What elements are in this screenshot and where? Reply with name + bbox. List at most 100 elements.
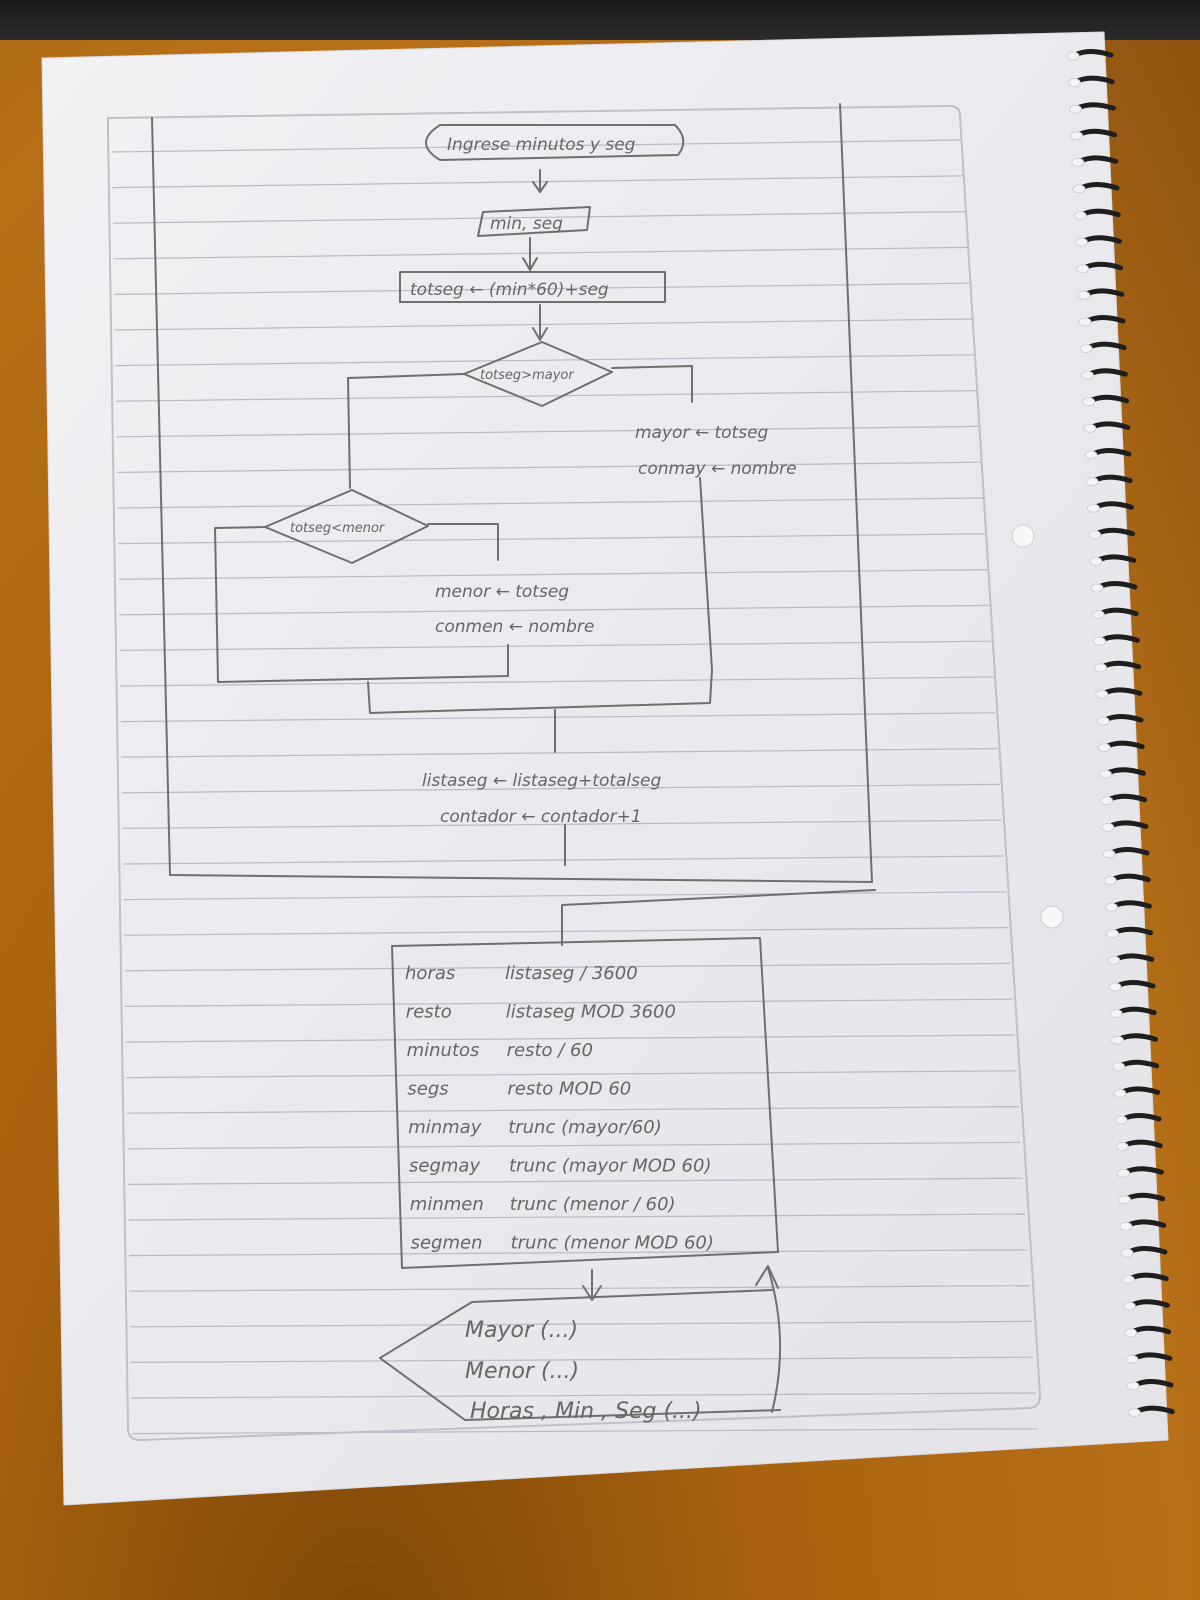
ruled-line <box>126 1105 1019 1114</box>
spiral-hole <box>1090 583 1104 593</box>
calc-box <box>391 937 779 1269</box>
ruled-line <box>113 211 967 224</box>
spiral-hole <box>1114 1115 1128 1125</box>
ruled-line <box>123 891 1007 901</box>
cond-mayor-text: totseg>mayor <box>480 368 575 383</box>
spiral-hole <box>1103 876 1117 886</box>
spiral-hole <box>1085 477 1099 487</box>
spiral-hole <box>1079 344 1093 354</box>
spiral-hole <box>1083 423 1097 433</box>
calc-row-expr: resto MOD 60 <box>507 1079 631 1100</box>
merge-mayor-branch <box>367 477 713 714</box>
ruled-line <box>116 425 979 438</box>
ruled-line <box>115 354 975 367</box>
spiral-hole <box>1110 1035 1124 1045</box>
ruled-line <box>129 1249 1028 1257</box>
spiral-hole <box>1106 929 1120 939</box>
ruled-line <box>119 640 992 651</box>
input-prompt-text: Ingrese minutos y seg <box>447 135 636 155</box>
menor-assign-2: conmen ← nombre <box>435 617 594 637</box>
accum-2: contador ← contador+1 <box>440 807 642 827</box>
ruled-line <box>131 1392 1036 1399</box>
ruled-line <box>118 533 986 545</box>
ruled-line <box>131 1428 1038 1435</box>
spiral-hole <box>1108 982 1122 992</box>
decision-mayor-diamond <box>463 341 613 407</box>
ruled-line <box>122 855 1005 865</box>
ruled-line <box>115 390 977 402</box>
output-line: Mayor (...) <box>465 1318 578 1343</box>
spiral-hole <box>1127 1408 1141 1418</box>
output-display-shape <box>379 1289 781 1421</box>
spiral-hole <box>1089 556 1103 566</box>
ruled-line <box>119 604 990 616</box>
mayor-assign-2: conmay ← nombre <box>638 459 797 479</box>
mayor-assign-1: mayor ← totseg <box>635 423 769 443</box>
spiral-hole <box>1121 1275 1135 1285</box>
flow-arrowhead <box>522 257 538 271</box>
cond-menor-text: totseg<menor <box>290 521 386 536</box>
spiral-hole <box>1098 769 1112 779</box>
ruled-line <box>130 1320 1032 1328</box>
ruled-line <box>117 497 984 509</box>
return-arrowhead <box>755 1265 779 1289</box>
ruled-line <box>126 1070 1017 1079</box>
spiral-hole <box>1077 290 1091 300</box>
spiral-hole <box>1097 743 1111 753</box>
ruled-line <box>116 461 981 473</box>
paper-sheet <box>41 31 1169 1506</box>
input-prompt-shape <box>425 124 685 161</box>
flow-arrowhead <box>582 1285 602 1301</box>
dark-background-edge <box>0 0 1200 40</box>
spiral-hole <box>1076 264 1090 274</box>
spiral-hole <box>1091 610 1105 620</box>
ruled-lines <box>111 139 1038 1435</box>
spiral-hole <box>1092 636 1106 646</box>
ruled-line <box>125 998 1013 1008</box>
decision-menor-diamond <box>264 489 429 564</box>
calc-row-var: segs <box>407 1079 448 1100</box>
spiral-hole <box>1082 397 1096 407</box>
spiral-hole <box>1120 1248 1134 1258</box>
calc-row-expr: listaseg MOD 3600 <box>506 1002 676 1023</box>
spiral-hole <box>1088 530 1102 540</box>
input-vars-text: min, seg <box>490 214 563 234</box>
ruled-margin-border <box>107 104 1042 1442</box>
calc-row-expr: trunc (mayor/60) <box>508 1117 662 1138</box>
spiral-hole <box>1119 1221 1133 1231</box>
menor-assign-1: menor ← totseg <box>435 582 569 602</box>
flow-arrowhead <box>532 327 548 341</box>
loop-outer-frame <box>151 103 873 883</box>
spiral-hole <box>1072 184 1086 194</box>
spiral-binding <box>1066 49 1175 1418</box>
ruled-line <box>121 783 1000 794</box>
ruled-line <box>128 1213 1026 1221</box>
calc-row-var: horas <box>405 963 455 984</box>
decision-menor-branches <box>214 523 509 683</box>
spiral-hole <box>1086 503 1100 513</box>
spiral-hole <box>1094 663 1108 673</box>
spiral-hole <box>1066 51 1080 61</box>
spiral-hole <box>1067 78 1081 88</box>
calc-row-expr: trunc (menor MOD 60) <box>511 1233 714 1254</box>
spiral-hole <box>1101 822 1115 832</box>
assign-total-text: totseg ← (min*60)+seg <box>410 280 609 300</box>
calc-row-var: minutos <box>407 1040 480 1061</box>
spiral-hole <box>1107 955 1121 965</box>
spiral-hole <box>1118 1195 1132 1205</box>
spiral-hole <box>1112 1062 1126 1072</box>
spiral-hole <box>1074 237 1088 247</box>
calc-row-expr: trunc (mayor MOD 60) <box>509 1156 711 1177</box>
calc-row-var: resto <box>406 1002 452 1023</box>
calc-row-var: segmay <box>409 1156 480 1177</box>
ruled-line <box>120 676 994 687</box>
output-line: Menor (...) <box>465 1359 579 1384</box>
spiral-hole <box>1113 1088 1127 1098</box>
calc-row-expr: resto / 60 <box>507 1040 593 1061</box>
ruled-line <box>130 1356 1034 1364</box>
ruled-line <box>125 1034 1015 1043</box>
spiral-hole <box>1116 1168 1130 1178</box>
accum-1: listaseg ← listaseg+totalseg <box>422 771 661 791</box>
